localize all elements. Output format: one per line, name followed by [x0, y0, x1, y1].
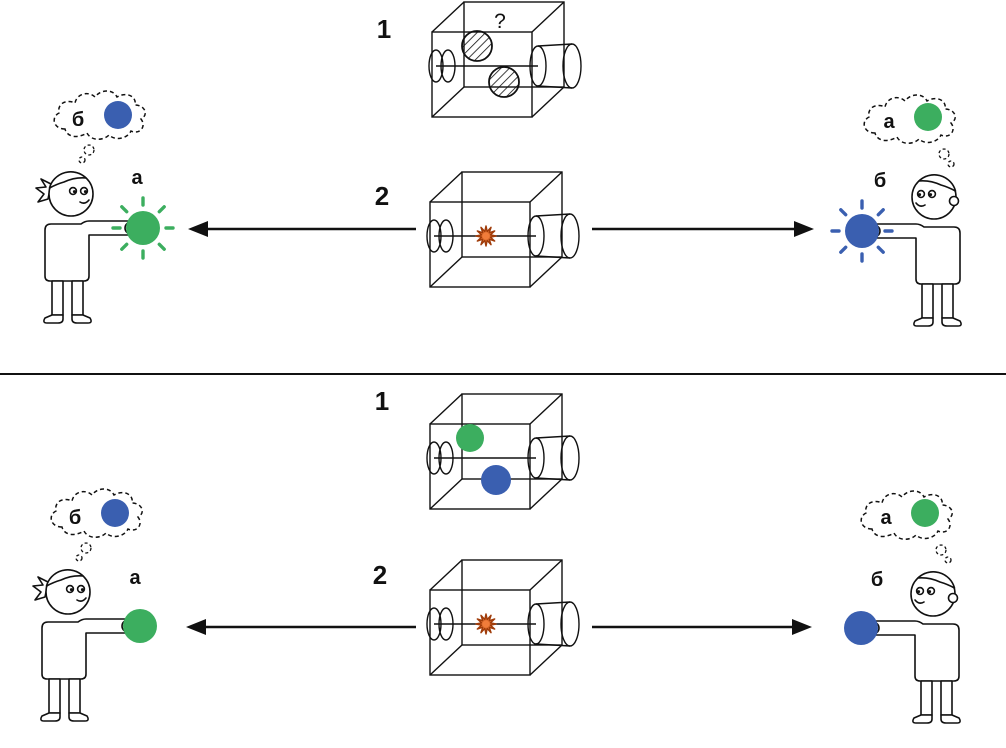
left-arrow: [186, 619, 416, 635]
boy-thought-ball: [911, 499, 939, 527]
left-arrow: [188, 221, 416, 237]
spark-group: [475, 613, 497, 635]
boy-ball-label: б: [874, 170, 886, 192]
spark-icon: [475, 225, 497, 247]
thought-tail: [78, 156, 86, 164]
girl-thought-bubble: б: [53, 90, 147, 164]
boy-ball-label: б: [871, 569, 883, 591]
girl-ball-label: а: [129, 567, 141, 589]
revealed-green-ball: [456, 424, 484, 452]
spark-group: [475, 225, 497, 247]
girl-ball-label: а: [131, 167, 143, 189]
girl-figure: [32, 569, 135, 722]
question-mark: ?: [494, 10, 506, 33]
thought-tail: [938, 148, 950, 160]
thought-tail: [75, 554, 83, 562]
girl-held-ball: [123, 609, 157, 643]
box2-number: 2: [373, 560, 387, 590]
thought-tail: [80, 542, 92, 554]
girl-thought-label: б: [69, 507, 81, 529]
boy-figure: [866, 571, 961, 724]
girl-thought-ball: [104, 101, 132, 129]
hidden-ball: [461, 30, 493, 62]
girl-thought-ball: [101, 499, 129, 527]
box2: [426, 559, 580, 676]
box2-number: 2: [375, 181, 389, 211]
boy-thought-label: а: [883, 111, 895, 133]
boy-held-ball: [845, 214, 879, 248]
boy-thought-bubble: а: [863, 94, 957, 168]
box1-number: 1: [375, 386, 389, 416]
revealed-blue-ball: [481, 465, 511, 495]
boy-thought-ball: [914, 103, 942, 131]
right-arrow: [592, 619, 812, 635]
right-arrow: [592, 221, 814, 237]
boy-thought-label: а: [880, 507, 892, 529]
thought-tail: [935, 544, 947, 556]
box2: [426, 171, 580, 288]
box1-number: 1: [377, 14, 391, 44]
thought-tail: [944, 556, 952, 564]
thought-tail: [947, 160, 955, 168]
boy-held-ball: [844, 611, 878, 645]
hidden-ball: [488, 66, 520, 98]
thought-tail: [83, 144, 95, 156]
panel-before-opening: 1 ? 2 а б: [35, 1, 962, 327]
girl-thought-bubble: б: [50, 488, 144, 562]
spark-icon: [475, 613, 497, 635]
girl-thought-label: б: [72, 109, 84, 131]
boy-thought-bubble: а: [860, 490, 954, 564]
panel-revealed: 1 2 а б б: [32, 386, 961, 724]
girl-held-ball: [126, 211, 160, 245]
